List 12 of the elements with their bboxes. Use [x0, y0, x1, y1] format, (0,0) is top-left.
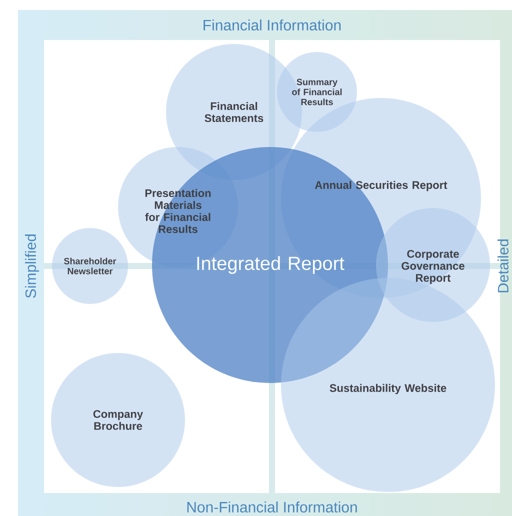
bubble-label: Shareholder Newsletter — [64, 258, 116, 274]
axis-label: Detailed — [498, 239, 508, 292]
axis-label: Non-Financial Information — [187, 502, 357, 512]
bubble-label: Annual Securities Report — [314, 180, 448, 192]
bubble-label: Financial Statements — [204, 102, 264, 122]
axis-label: Financial Information — [204, 20, 341, 30]
axis-label: Simplified — [25, 234, 39, 298]
bubble-label: Sustainability Website — [330, 384, 446, 394]
bubble-label: Corporate Governance Report — [402, 250, 464, 284]
bubble-label: Integrated Report — [197, 256, 344, 274]
bubble-label: Company Brochure — [93, 410, 143, 430]
bubble-label: Summary of Financial Results — [292, 78, 342, 106]
